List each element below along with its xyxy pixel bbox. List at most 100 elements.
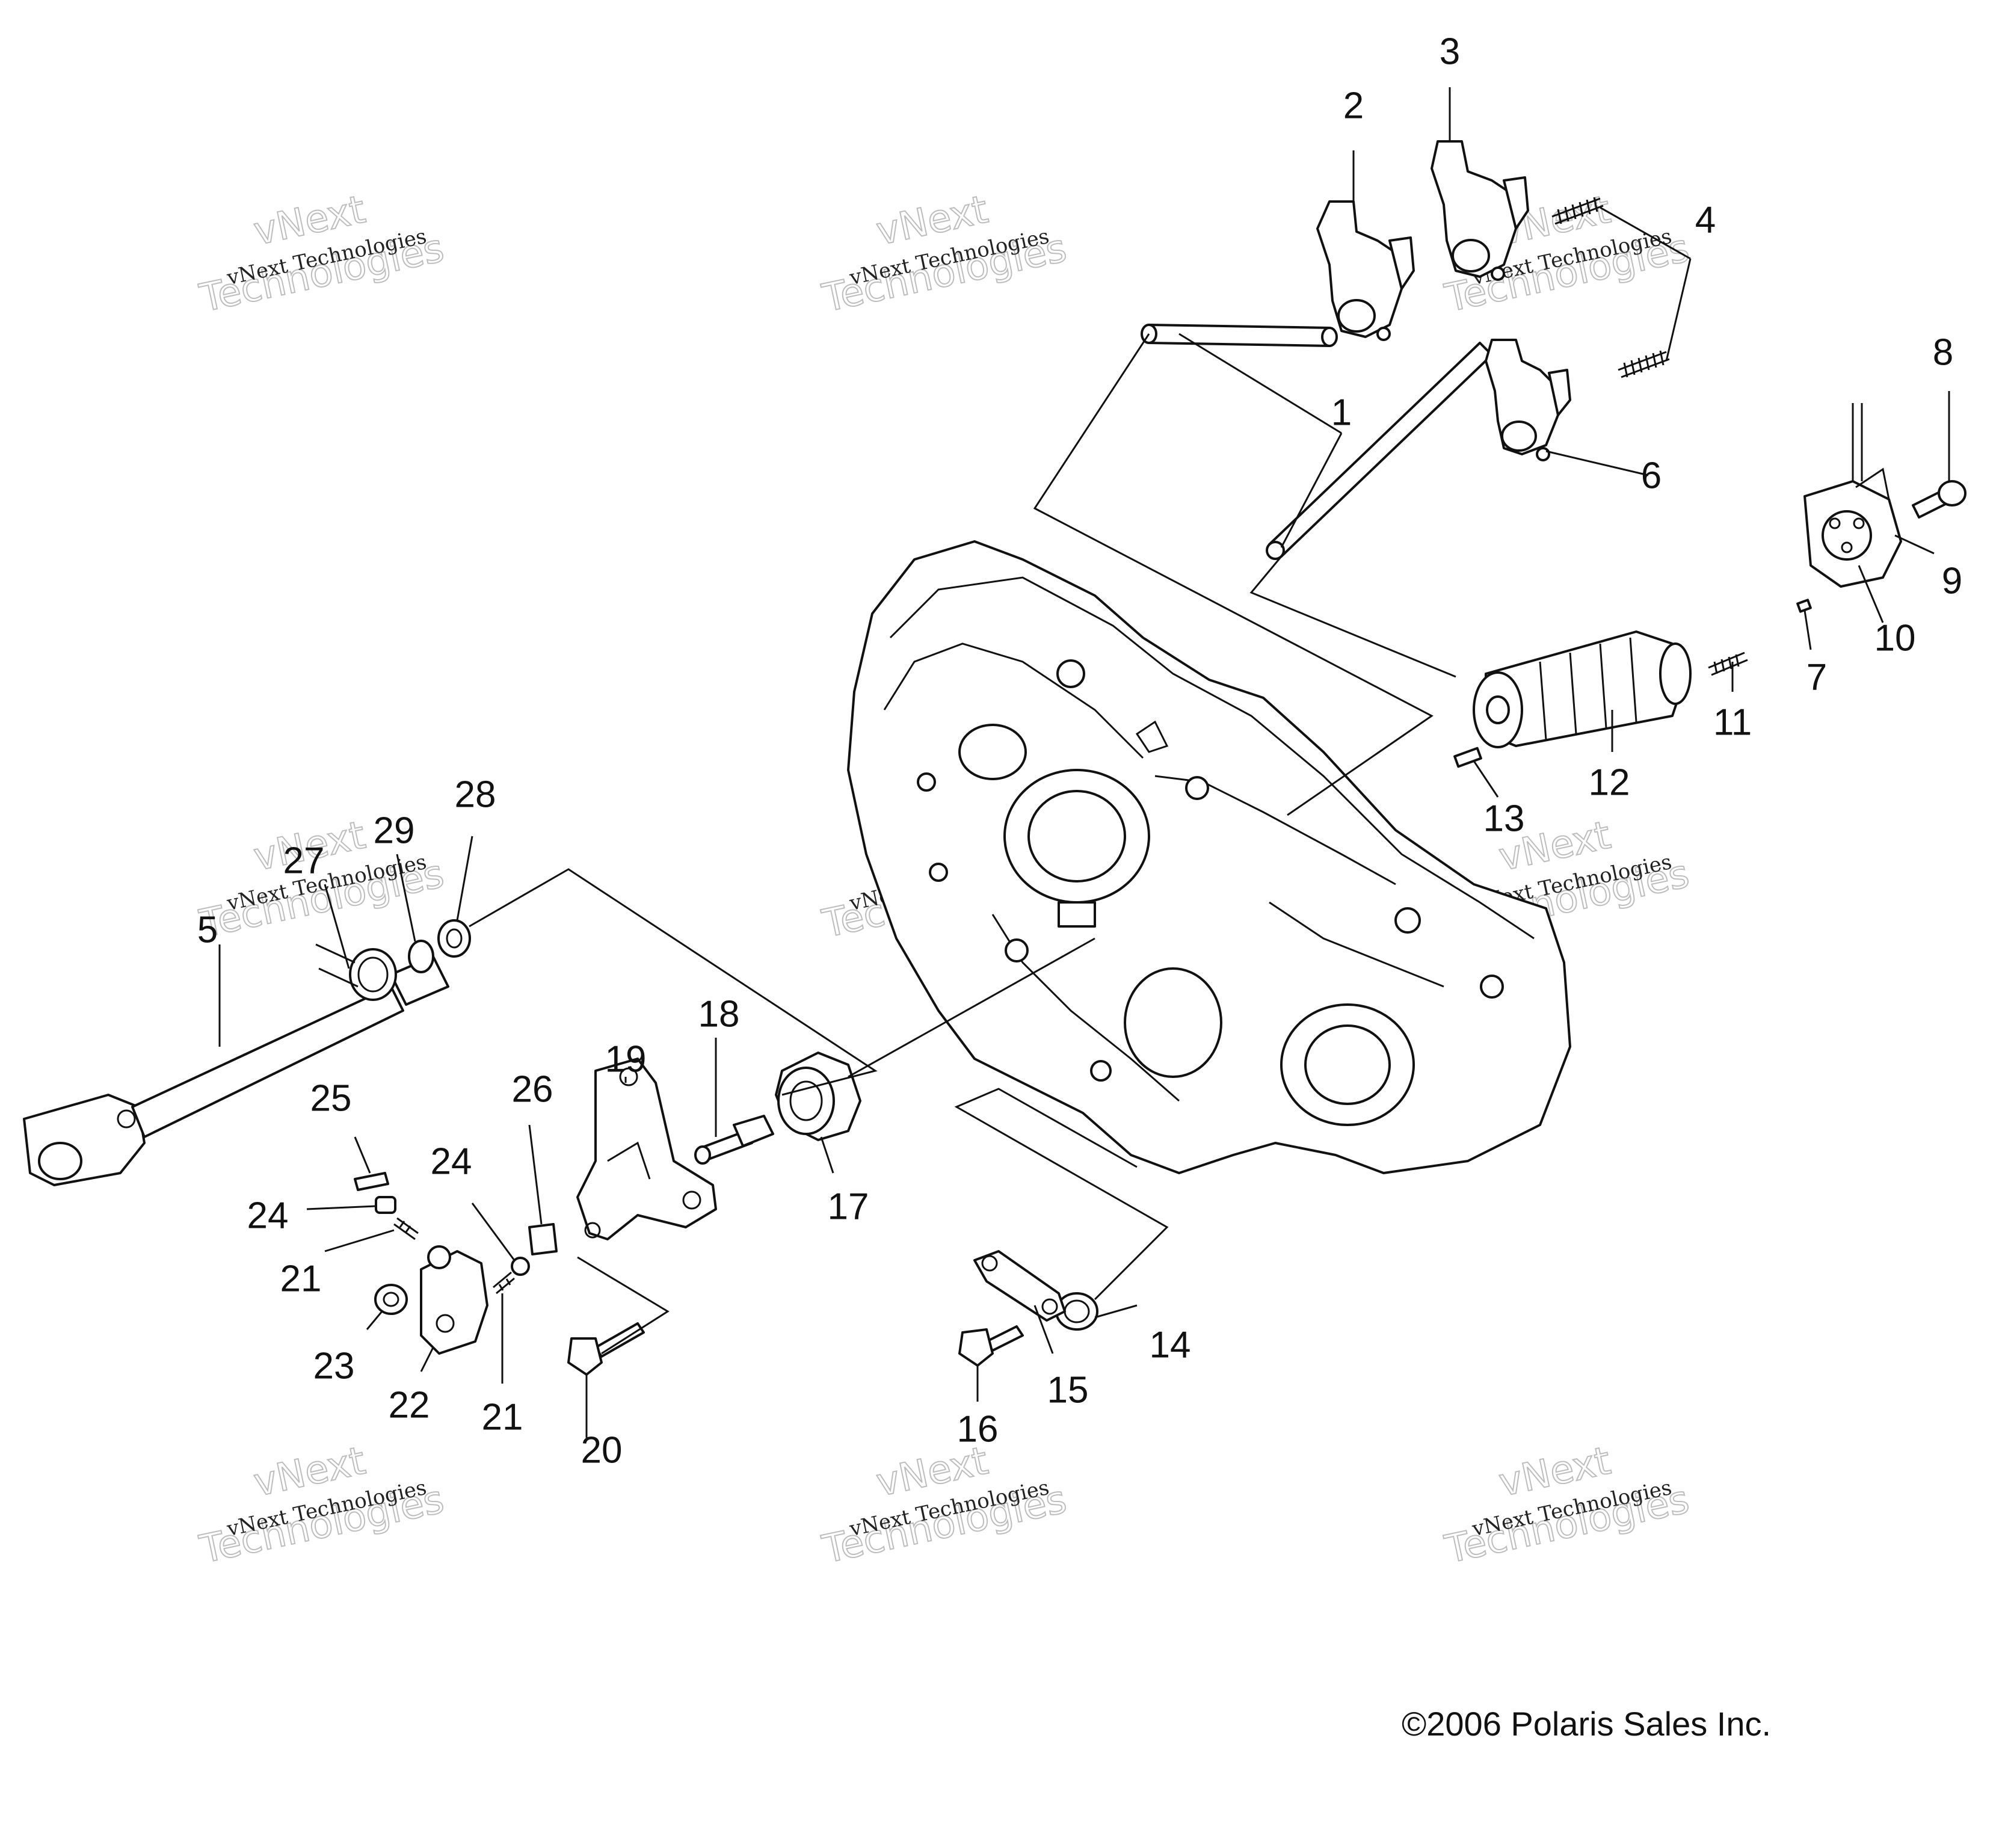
callout-26: 26 (512, 1068, 553, 1110)
leader-routing (1033, 333, 1434, 816)
watermark: vNext Technologies vNext Technologies (196, 1438, 449, 1573)
bolt-16 (958, 1325, 1024, 1367)
watermark: vNext Technologies vNext Technologies (818, 187, 1071, 322)
callout-14: 14 (1150, 1324, 1191, 1366)
leader-routing (469, 868, 878, 1096)
detent-24-right (511, 1257, 530, 1276)
shift-rail-2 (1266, 342, 1493, 560)
shift-cam-17 (775, 1052, 861, 1141)
callout-15: 15 (1047, 1369, 1089, 1411)
leader-29 (396, 854, 416, 942)
callout-10: 10 (1874, 617, 1916, 659)
spring-4-upper (1551, 197, 1604, 225)
callout-13: 13 (1483, 798, 1525, 839)
spring-21-lower (493, 1271, 515, 1295)
spring-11 (1708, 651, 1748, 676)
detent-24-left (375, 1196, 396, 1214)
callout-4: 4 (1695, 199, 1716, 241)
watermark: vNext Technologies vNext Technologies (196, 187, 449, 322)
callout-22: 22 (389, 1384, 430, 1426)
callout-21-lower: 21 (482, 1396, 523, 1438)
leader-17 (820, 1136, 834, 1174)
pin-13 (1453, 747, 1482, 768)
callout-21-upper: 21 (280, 1258, 322, 1299)
leader-27 (324, 884, 350, 969)
leader-1 (1178, 333, 1342, 434)
watermark: vNext Technologies vNext Technologies (818, 1438, 1071, 1573)
shift-fork-3 (1431, 140, 1529, 281)
shift-arm-22 (420, 1245, 488, 1355)
leader-26 (528, 1124, 543, 1225)
callout-25: 25 (310, 1077, 352, 1119)
callout-12: 12 (1589, 762, 1630, 803)
leader-24-left (306, 1205, 377, 1210)
callout-19: 19 (605, 1038, 647, 1080)
leader-14 (1094, 1304, 1138, 1319)
shift-drum-12 (1473, 630, 1692, 748)
callout-23: 23 (313, 1345, 355, 1387)
leader-22 (420, 1347, 434, 1372)
spring-4-lower (1618, 350, 1670, 378)
callout-20: 20 (581, 1429, 623, 1471)
callout-labels: 1 2 3 4 5 6 7 8 9 10 11 12 13 14 15 16 1… (197, 31, 1962, 1471)
callout-24-left: 24 (247, 1195, 289, 1236)
leader-4 (1665, 258, 1692, 362)
callout-8: 8 (1933, 331, 1953, 373)
leader-10 (1858, 565, 1884, 623)
leader-6 (1545, 450, 1649, 476)
shift-shaft-5 (23, 955, 449, 1186)
washer-28 (437, 919, 471, 958)
leader-24-right (471, 1203, 516, 1261)
crankcase (847, 540, 1571, 1174)
callout-16: 16 (957, 1408, 999, 1450)
screw-8 (1912, 480, 1967, 519)
leader-routing (577, 1256, 670, 1355)
callout-11: 11 (1713, 701, 1752, 743)
leader-15 (1033, 1305, 1054, 1354)
callout-1: 1 (1331, 392, 1352, 433)
leader-routing (1249, 556, 1456, 678)
callout-17: 17 (828, 1186, 869, 1227)
leader-7 (1803, 610, 1812, 650)
leader-4 (1600, 206, 1691, 260)
pin-25 (354, 1172, 389, 1191)
leader-routing (848, 937, 1095, 1078)
callout-27: 27 (283, 840, 325, 881)
leader-23 (366, 1311, 383, 1330)
leader-lines (218, 87, 1950, 1438)
shift-fork-6 (1485, 339, 1571, 461)
leader-21-upper (324, 1229, 395, 1252)
callout-28: 28 (455, 774, 496, 815)
callout-6: 6 (1641, 455, 1662, 496)
watermark: vNext Technologies vNext Technologies (1441, 1438, 1694, 1573)
bolt-20 (567, 1322, 645, 1376)
shift-rail-1 (1141, 324, 1338, 347)
callout-9: 9 (1942, 560, 1962, 602)
pin-26 (528, 1223, 558, 1255)
bolt-23 (374, 1284, 408, 1315)
stopper-plate-19 (576, 1058, 717, 1240)
callout-3: 3 (1440, 31, 1460, 72)
clip-29 (408, 940, 434, 973)
spring-21-upper (393, 1217, 419, 1240)
leader-14 (954, 1088, 1169, 1301)
leader-9 (1894, 534, 1935, 555)
pin-18 (694, 1115, 774, 1165)
callout-24-right: 24 (431, 1141, 472, 1182)
pin-7 (1796, 599, 1812, 613)
stopper-arm-15 (973, 1250, 1066, 1322)
callout-7: 7 (1806, 656, 1827, 698)
leader-25 (354, 1136, 371, 1174)
copyright-notice: ©2006 Polaris Sales Inc. (1402, 1705, 1771, 1743)
callout-5: 5 (197, 909, 218, 950)
callout-29: 29 (374, 810, 415, 851)
torsion-spring-27 (315, 943, 397, 1001)
leader-28 (456, 836, 473, 921)
leader-13 (1473, 760, 1499, 798)
leader-1 (1280, 433, 1343, 548)
neutral-switch-10 (1803, 403, 1902, 588)
callout-18: 18 (698, 993, 740, 1035)
callout-2: 2 (1343, 85, 1364, 126)
shift-fork-2 (1316, 200, 1415, 341)
